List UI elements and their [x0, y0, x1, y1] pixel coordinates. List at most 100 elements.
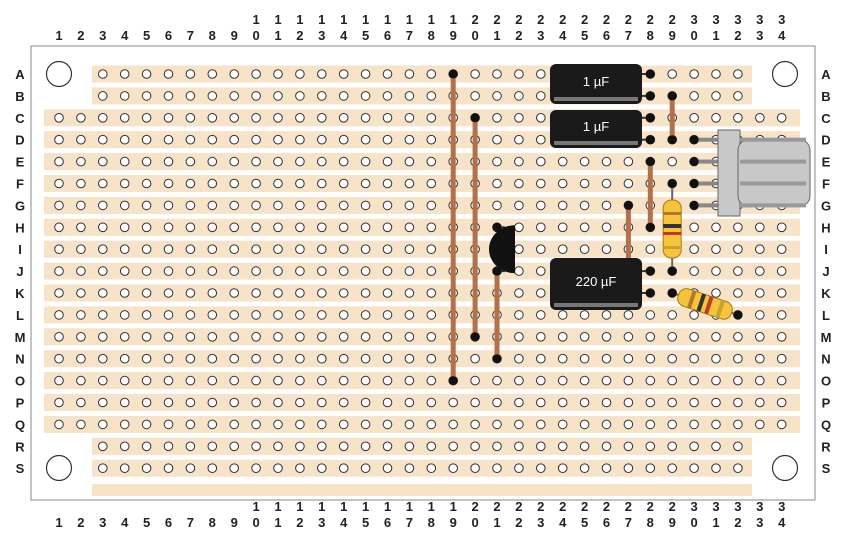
hole	[338, 266, 349, 276]
hole	[733, 244, 743, 254]
row-label: B	[15, 89, 24, 104]
column-label: 2	[734, 28, 741, 43]
hole	[98, 266, 108, 276]
hole	[317, 178, 327, 189]
hole	[645, 397, 656, 408]
hole	[98, 222, 108, 233]
hole	[382, 69, 393, 79]
column-label: 0	[471, 515, 478, 530]
column-label: 3	[712, 12, 719, 27]
hole	[382, 419, 393, 430]
hole	[360, 419, 371, 430]
hole	[185, 397, 196, 408]
hole	[601, 332, 612, 342]
solder-joint	[645, 113, 655, 123]
hole	[119, 310, 130, 320]
hole	[426, 463, 437, 474]
hole	[251, 266, 261, 276]
hole	[689, 113, 699, 123]
hole	[623, 332, 634, 342]
hole	[317, 200, 327, 211]
hole	[163, 69, 174, 79]
column-label: 3	[99, 515, 106, 530]
hole	[755, 419, 765, 430]
hole	[404, 441, 415, 452]
hole	[163, 310, 174, 320]
hole	[623, 419, 634, 430]
hole	[711, 69, 721, 79]
hole	[557, 332, 568, 342]
hole	[207, 397, 218, 408]
hole	[76, 156, 86, 167]
column-label: 1	[362, 12, 369, 27]
column-label: 1	[712, 515, 719, 530]
hole	[185, 178, 196, 189]
solder-joint	[492, 266, 502, 276]
solder-joint	[667, 135, 677, 145]
column-label: 8	[428, 28, 435, 43]
hole	[360, 113, 371, 123]
hole	[623, 463, 634, 474]
hole	[689, 91, 699, 101]
hole	[76, 178, 86, 189]
hole	[141, 441, 152, 452]
connector-housing	[737, 139, 811, 207]
solder-joint	[689, 157, 699, 167]
column-label: 6	[384, 515, 391, 530]
hole	[667, 419, 678, 430]
hole	[317, 332, 327, 342]
row-label: N	[15, 352, 24, 367]
hole	[514, 397, 524, 408]
connector-pin	[740, 137, 806, 142]
hole	[273, 69, 283, 79]
hole	[755, 113, 765, 123]
hole	[404, 397, 415, 408]
row-label: S	[16, 461, 25, 476]
hole	[776, 113, 787, 123]
hole	[536, 397, 546, 408]
hole	[360, 200, 371, 211]
row-label: I	[18, 242, 22, 257]
hole	[207, 310, 218, 320]
hole	[557, 419, 568, 430]
hole	[163, 222, 174, 233]
row-label: F	[16, 177, 24, 192]
hole	[76, 419, 86, 430]
hole	[185, 353, 196, 364]
row-label: F	[822, 177, 830, 192]
column-label: 1	[340, 499, 347, 514]
hole	[54, 156, 64, 167]
hole	[360, 441, 371, 452]
column-label: 2	[493, 12, 500, 27]
hole	[141, 113, 152, 123]
hole	[492, 69, 502, 79]
column-label: 1	[450, 12, 457, 27]
hole	[273, 419, 283, 430]
hole	[601, 244, 612, 254]
hole	[579, 222, 590, 233]
hole	[404, 332, 415, 342]
hole	[119, 353, 130, 364]
hole	[207, 156, 218, 167]
pin-header-connector-icon	[717, 129, 741, 217]
hole	[492, 91, 502, 101]
column-label: 9	[450, 28, 457, 43]
hole	[404, 266, 415, 276]
hole	[76, 266, 86, 276]
hole	[273, 332, 283, 342]
hole	[229, 288, 239, 298]
hole	[317, 463, 327, 474]
solder-joint	[689, 179, 699, 188]
hole	[76, 134, 86, 145]
row-label: Q	[15, 417, 25, 432]
hole	[185, 266, 196, 276]
connector-pin	[740, 181, 806, 186]
solder-joint	[448, 376, 458, 386]
hole	[755, 222, 765, 233]
hole	[382, 156, 393, 167]
hole	[163, 91, 174, 101]
hole	[711, 222, 721, 233]
hole	[295, 353, 305, 364]
column-label: 3	[537, 515, 544, 530]
column-label: 1	[428, 499, 435, 514]
